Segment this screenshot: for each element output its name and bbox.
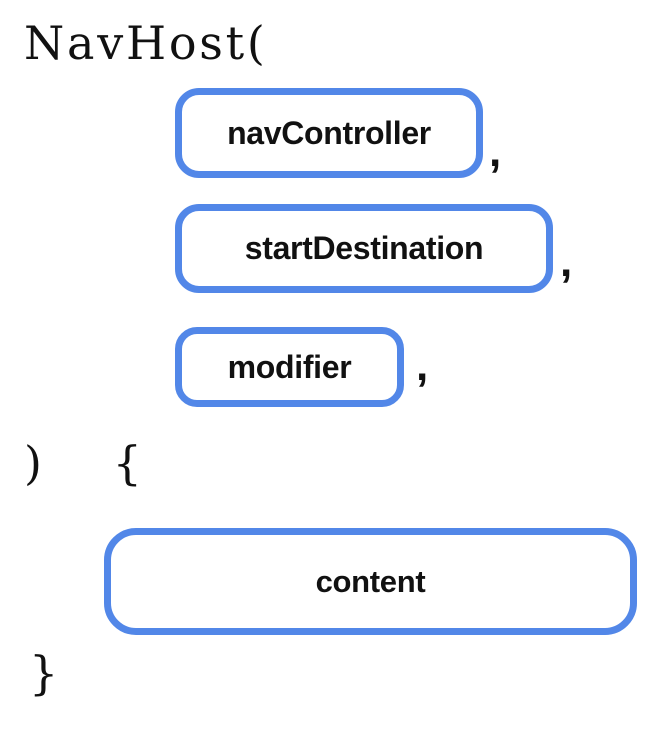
param-label-content: content: [315, 563, 426, 599]
param-label-startdestination: startDestination: [244, 230, 484, 266]
comma-after-startdestination: ,: [560, 237, 573, 286]
param-label-modifier: modifier: [227, 348, 352, 385]
param-box-modifier[interactable]: modifier: [175, 327, 404, 407]
code-line-body-open: ) {: [24, 436, 156, 490]
code-line-body-close: }: [29, 646, 62, 700]
param-label-navcontroller: navController: [227, 114, 431, 151]
comma-after-navcontroller: ,: [489, 127, 502, 176]
code-line-navhost-open: NavHost(: [24, 16, 268, 70]
param-box-navcontroller[interactable]: navController: [175, 88, 483, 178]
param-box-startdestination[interactable]: startDestination: [175, 204, 553, 293]
comma-after-modifier: ,: [416, 341, 429, 390]
param-box-content[interactable]: content: [104, 528, 637, 635]
